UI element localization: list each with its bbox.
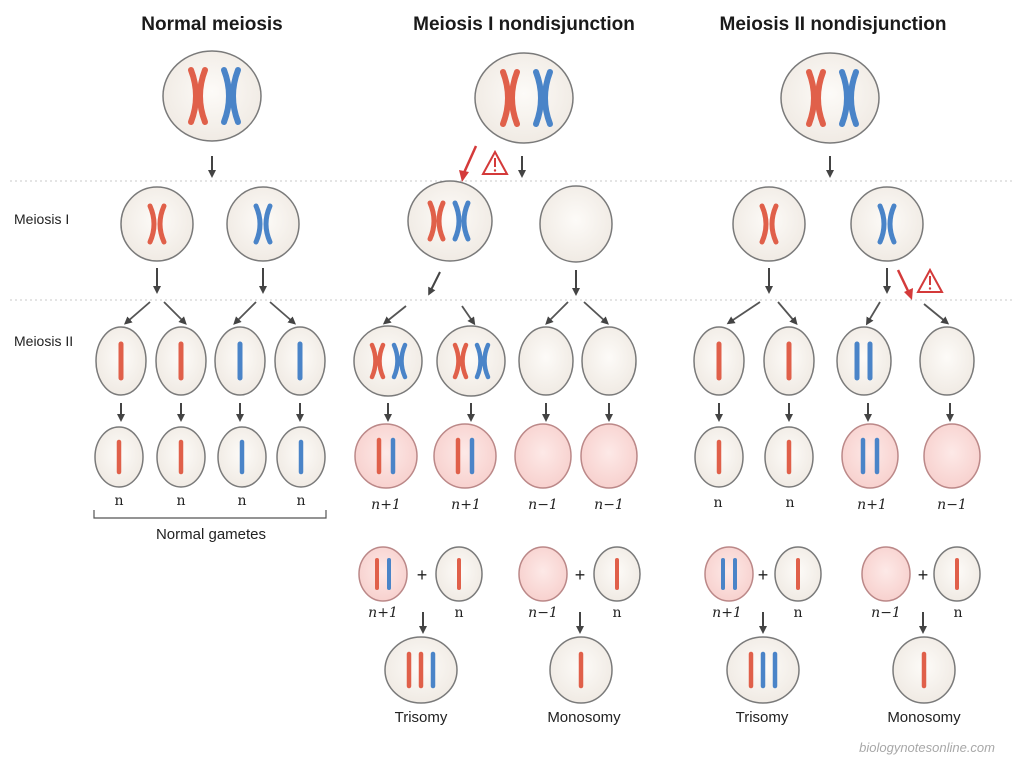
meiosis-i-cell-mii-red bbox=[732, 186, 806, 262]
gamete-label: n−1 bbox=[937, 497, 967, 513]
meiosis-i-cell-mi-both bbox=[407, 180, 493, 262]
gamete-label: n bbox=[176, 493, 185, 509]
plus-sign: + bbox=[575, 565, 586, 585]
plus-sign: + bbox=[758, 565, 769, 585]
gamete-label: n bbox=[237, 493, 246, 509]
gamete-arrows bbox=[117, 403, 954, 422]
row-label-meiosis-ii: Meiosis II bbox=[14, 333, 73, 349]
fertilization-label: n bbox=[793, 605, 802, 621]
warning-icon bbox=[916, 267, 944, 293]
fertilization-label: n bbox=[953, 605, 962, 621]
gamete-cells bbox=[94, 423, 981, 489]
result-label-monosomy: Monosomy bbox=[547, 709, 621, 726]
fertilization-mii-monosomy bbox=[861, 546, 981, 602]
gamete-label: n bbox=[713, 495, 722, 511]
meiosis-i-cell-mi-empty bbox=[539, 185, 613, 263]
zygote-arrows bbox=[419, 612, 927, 634]
meiosis-i-cell-normal-blue bbox=[226, 186, 300, 262]
parent-cell-mii bbox=[780, 52, 880, 144]
zygote-mii-trisomy bbox=[726, 636, 800, 704]
gamete-label: n bbox=[296, 493, 305, 509]
plus-sign: + bbox=[417, 565, 428, 585]
fertilization-label: n+1 bbox=[368, 605, 398, 621]
fertilization-mi-monosomy bbox=[518, 546, 641, 602]
gamete-label: n−1 bbox=[594, 497, 624, 513]
fertilization-label: n+1 bbox=[712, 605, 742, 621]
gamete-label: n+1 bbox=[857, 497, 887, 513]
fertilization-label: n bbox=[612, 605, 621, 621]
row-label-meiosis-i: Meiosis I bbox=[14, 211, 69, 227]
fertilization-label: n−1 bbox=[871, 605, 901, 621]
title-normal-meiosis: Normal meiosis bbox=[141, 14, 283, 35]
title-meiosis-i-nondisjunction: Meiosis I nondisjunction bbox=[413, 14, 635, 35]
zygote-mi-monosomy bbox=[549, 636, 613, 704]
gamete-label: n+1 bbox=[451, 497, 481, 513]
parent-cell-normal bbox=[162, 50, 262, 142]
gamete-label: n bbox=[114, 493, 123, 509]
result-label-monosomy: Monosomy bbox=[887, 709, 961, 726]
arrow-down-icon bbox=[428, 271, 441, 296]
fertilization-label: n bbox=[454, 605, 463, 621]
parent-cell-mi bbox=[474, 52, 574, 144]
plus-sign: + bbox=[918, 565, 929, 585]
meiosis-i-cell-normal-red bbox=[120, 186, 194, 262]
result-label-trisomy: Trisomy bbox=[395, 709, 448, 726]
meiosis-ii-cells bbox=[95, 325, 975, 397]
fertilization-label: n−1 bbox=[528, 605, 558, 621]
warning-icon bbox=[481, 149, 509, 175]
gamete-label: n+1 bbox=[371, 497, 401, 513]
error-arrow-icon bbox=[461, 145, 478, 176]
gamete-label: n bbox=[785, 495, 794, 511]
split-arrows bbox=[123, 301, 950, 326]
normal-gametes-bracket bbox=[93, 510, 327, 519]
watermark: biologynotesonline.com bbox=[859, 740, 995, 755]
fertilization-mii-trisomy bbox=[704, 546, 822, 602]
zygote-mii-monosomy bbox=[892, 636, 956, 704]
normal-gametes-label: Normal gametes bbox=[156, 526, 266, 543]
result-label-trisomy: Trisomy bbox=[736, 709, 789, 726]
fertilization-mi-trisomy bbox=[358, 546, 483, 602]
meiosis-i-cell-mii-blue bbox=[850, 186, 924, 262]
gamete-label: n−1 bbox=[528, 497, 558, 513]
error-arrow-icon bbox=[896, 269, 911, 294]
zygote-mi-trisomy bbox=[384, 636, 458, 704]
title-meiosis-ii-nondisjunction: Meiosis II nondisjunction bbox=[720, 14, 947, 35]
